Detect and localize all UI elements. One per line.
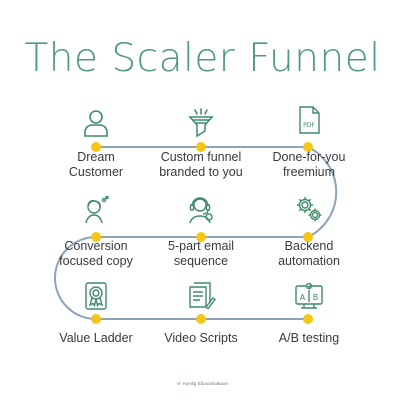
person-icon (84, 110, 108, 137)
step-label: A/B testing (278, 331, 340, 345)
footer-text: Kymlig Ebouanbakaoe (182, 381, 228, 386)
step-label: Done-for-you freemium (272, 150, 346, 179)
step-ab-testing: A B A/B testing (244, 281, 374, 346)
step-dot (303, 142, 313, 152)
ab-test-letter-a: A (300, 293, 306, 302)
step-dot (196, 232, 206, 242)
step-dot (196, 314, 206, 324)
ab-test-icon: A B (295, 282, 323, 309)
funnel-icon (188, 108, 214, 138)
gears-icon (297, 197, 322, 222)
step-label: 5-part email sequence (168, 239, 234, 268)
step-dot (303, 232, 313, 242)
step-dot (303, 314, 313, 324)
footer-credit: ✉Kymlig Ebouanbakaoe (0, 381, 405, 387)
step-conversion-copy: Conversion focused copy (31, 195, 161, 269)
script-document-icon (189, 282, 216, 310)
brand-mark-icon: ✉ (177, 381, 181, 386)
step-label: Conversion focused copy (59, 239, 133, 268)
step-label: Video Scripts (164, 331, 238, 345)
woman-thinking-icon (85, 195, 109, 224)
step-video-scripts: Video Scripts (136, 281, 266, 346)
step-label: Backend automation (278, 239, 340, 268)
step-label: Custom funnel branded to you (159, 150, 243, 179)
step-email-sequence: 5-part email sequence (136, 194, 266, 269)
ab-test-letter-b: B (313, 293, 319, 302)
headset-agent-icon (189, 197, 213, 224)
step-backend-automation: Backend automation (244, 194, 374, 269)
award-badge-icon (85, 282, 107, 310)
page-title: The Scaler Funnel (24, 36, 381, 81)
step-label: Dream Customer (68, 150, 124, 179)
pdf-icon: PDF (299, 106, 320, 134)
step-dot (196, 142, 206, 152)
step-dot (91, 142, 101, 152)
pdf-icon-text: PDF (303, 122, 315, 129)
step-label: Value Ladder (59, 331, 133, 345)
step-value-ladder: Value Ladder (31, 281, 161, 346)
step-done-for-you: PDF Done-for-you freemium (244, 105, 374, 180)
step-dot (91, 232, 101, 242)
step-dot (91, 314, 101, 324)
step-dream-customer: Dream Customer (31, 108, 161, 180)
step-custom-funnel: Custom funnel branded to you (136, 108, 266, 180)
